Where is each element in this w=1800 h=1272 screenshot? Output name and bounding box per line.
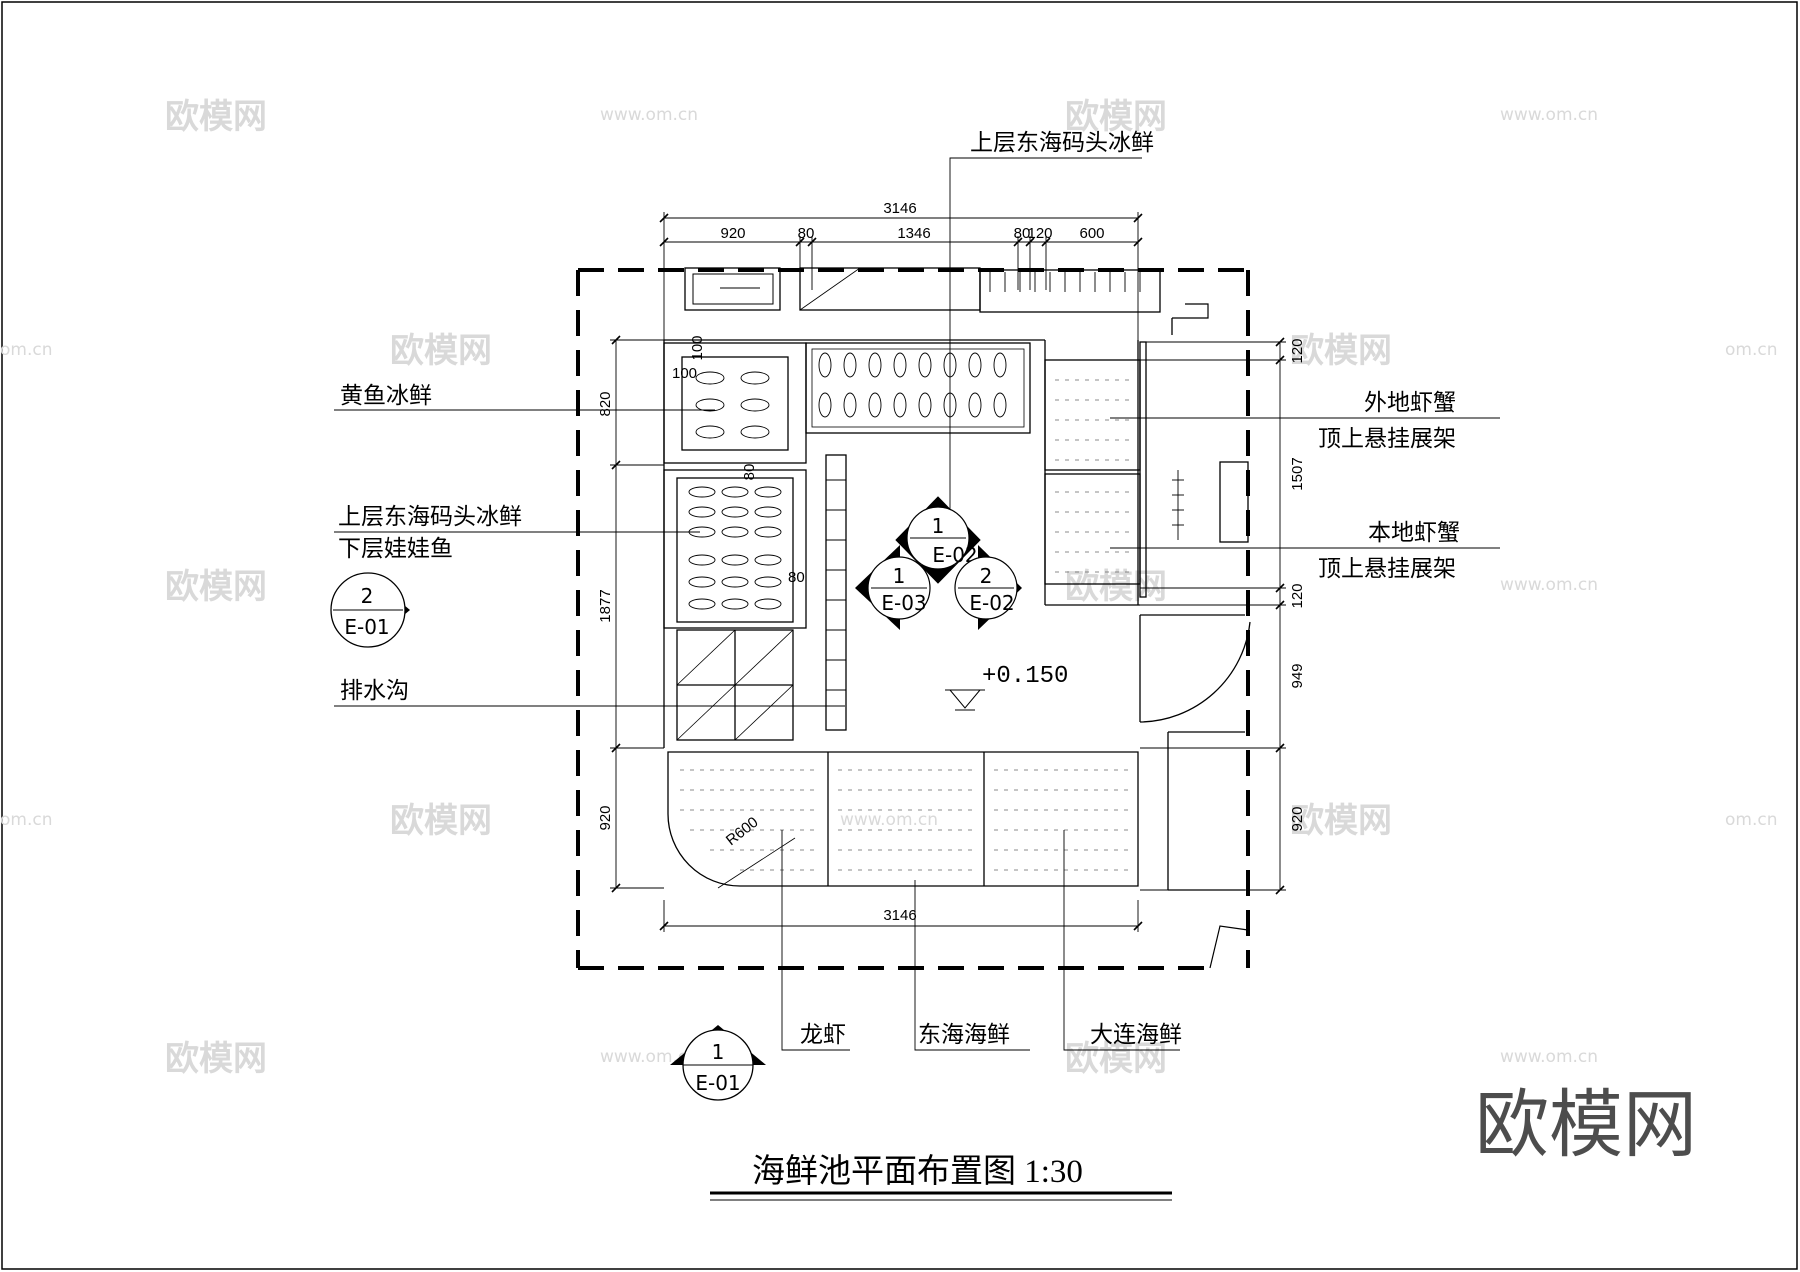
dim-inner-80b: 80 [788, 569, 805, 586]
dim-right-b: 1507 [1289, 457, 1306, 490]
watermark-url: www.om.cn [1500, 1047, 1598, 1067]
section-tag-left: 2 E-01 [330, 572, 410, 648]
dim-inner-80a: 80 [741, 464, 758, 481]
watermark-url: www.om.cn [600, 105, 698, 125]
yellow-fish-ice-box [663, 342, 807, 464]
dim-left-c: 920 [597, 805, 614, 830]
interior-elevation-tags: 1 E-02 1 E-03 2 E-02 [855, 496, 1022, 630]
dim-inner-100a: 100 [689, 335, 706, 360]
watermark: 欧模网 [165, 97, 267, 137]
label-top-ice: 上层东海码头冰鲜 [970, 129, 1154, 155]
section-tag-num: 2 [361, 584, 374, 608]
label-yellow-fish: 黄鱼冰鲜 [340, 382, 432, 408]
watermark-url: om.cn [1725, 810, 1778, 830]
label-hanging-rack-2: 顶上悬挂展架 [1318, 555, 1456, 581]
dim-top-total: 3146 [883, 200, 916, 217]
section-tag-num: 1 [893, 564, 906, 588]
callout-labels: 上层东海码头冰鲜 黄鱼冰鲜 上层东海码头冰鲜 下层娃娃鱼 排水沟 外地虾蟹 顶上… [338, 129, 1460, 1047]
dim-right-e: 920 [1289, 806, 1306, 831]
upper-ice-lower-fish-box [663, 469, 807, 629]
label-hanging-rack-1: 顶上悬挂展架 [1318, 425, 1456, 451]
top-fish-display [805, 342, 1031, 434]
dim-left-b: 1877 [597, 589, 614, 622]
dim-right-a: 120 [1289, 338, 1306, 363]
dashed-boundary [576, 268, 1250, 970]
watermark: 欧模网 [390, 331, 492, 371]
dim-inner-100b: 100 [672, 365, 697, 382]
dim-top-d: 80 [1014, 225, 1031, 242]
section-tag-bottom: 1 E-01 [670, 1025, 766, 1101]
watermark-url: om.cn [0, 340, 53, 360]
watermark: 欧模网 [165, 567, 267, 607]
section-tag-ref: E-01 [695, 1071, 740, 1095]
outside-shrimp-box [1044, 359, 1141, 471]
dim-radius: R600 [723, 814, 762, 849]
top-left-counter [684, 267, 781, 311]
label-lower-fish: 下层娃娃鱼 [338, 535, 453, 561]
elevation-value: +0.150 [982, 663, 1068, 690]
door-swing [1139, 621, 1251, 723]
watermark: 欧模网 [1065, 567, 1167, 607]
dim-right-d: 949 [1289, 663, 1306, 688]
drawing-title: 海鲜池平面布置图 1:30 [752, 1153, 1083, 1190]
drain-channel [825, 454, 847, 731]
dim-bottom-total: 3146 [883, 907, 916, 924]
watermark-url: www.om.cn [840, 810, 938, 830]
watermark-url: om.cn [1725, 340, 1778, 360]
section-tag-num: 1 [712, 1040, 725, 1064]
section-tag-ref: E-02 [969, 591, 1014, 615]
floor-plan [663, 267, 1251, 969]
watermark-url: www.om.cn [1500, 105, 1598, 125]
watermarks: 欧模网 www.om.cn 欧模网 www.om.cn om.cn 欧模网 欧模… [0, 97, 1778, 1079]
watermark: 欧模网 [1290, 331, 1392, 371]
elevation-marker: +0.150 [945, 663, 1068, 711]
dim-top-c: 1346 [897, 225, 930, 242]
top-middle-shelf [799, 267, 981, 311]
fish-pattern [688, 272, 1184, 691]
dim-top-e: 120 [1027, 225, 1052, 242]
label-upper-ice: 上层东海码头冰鲜 [338, 503, 522, 529]
dim-top-b: 80 [798, 225, 815, 242]
watermark: 欧模网 [1290, 801, 1392, 841]
leader-lines [334, 157, 1500, 1051]
section-tag-ref: E-01 [344, 615, 389, 639]
watermark-url: om.cn [0, 810, 53, 830]
water-hatching [680, 379, 1130, 871]
watermark: 欧模网 [1065, 1039, 1167, 1079]
dim-right-c: 120 [1289, 583, 1306, 608]
section-tag-ref: E-03 [881, 591, 926, 615]
watermark: 欧模网 [390, 801, 492, 841]
dimension-lines [610, 212, 1286, 932]
right-side-cabinet [1219, 461, 1249, 543]
label-east-sea: 东海海鲜 [918, 1021, 1010, 1047]
watermark: 欧模网 [165, 1039, 267, 1079]
brand-logo: 欧模网 [1475, 1082, 1697, 1168]
label-lobster: 龙虾 [800, 1021, 846, 1047]
bottom-tanks [667, 751, 1139, 887]
dim-left-a: 820 [597, 391, 614, 416]
section-tag-num: 1 [932, 514, 945, 538]
label-drain: 排水沟 [340, 677, 409, 703]
top-right-grille [979, 269, 1161, 313]
label-dalian: 大连海鲜 [1090, 1021, 1182, 1047]
watermark-url: www.om.cn [600, 1047, 698, 1067]
dimension-ticks [611, 213, 1285, 931]
dim-top-f: 600 [1079, 225, 1104, 242]
dim-top-a: 920 [720, 225, 745, 242]
watermark: 欧模网 [1065, 97, 1167, 137]
label-local-shrimp: 本地虾蟹 [1368, 519, 1460, 545]
watermark-url: www.om.cn [1500, 575, 1598, 595]
label-outside-shrimp: 外地虾蟹 [1364, 389, 1456, 415]
section-tag-num: 2 [980, 564, 993, 588]
drawing-title-block: 海鲜池平面布置图 1:30 [710, 1153, 1172, 1201]
